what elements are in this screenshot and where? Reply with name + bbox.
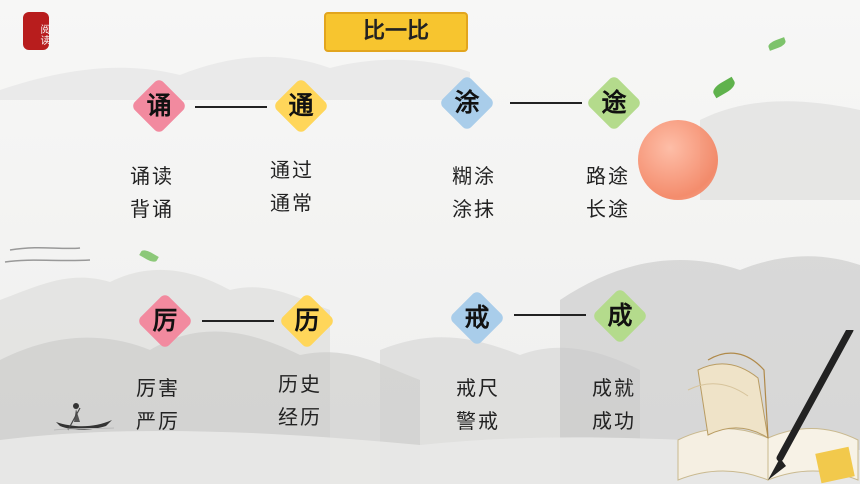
word-list: 路途 长途	[586, 160, 630, 226]
char-label: 历	[294, 306, 320, 335]
word: 糊涂	[452, 164, 496, 188]
char-label: 途	[601, 88, 627, 117]
word: 诵读	[130, 164, 174, 188]
word-list: 历史 经历	[278, 368, 322, 434]
word-list: 诵读 背诵	[130, 160, 174, 226]
char-tile-left: 戒	[448, 289, 506, 347]
char-tile-right: 途	[585, 74, 643, 132]
char-tile-right: 历	[278, 292, 336, 350]
char-tile-left: 涂	[438, 74, 496, 132]
connector-line	[514, 314, 586, 316]
word: 厉害	[136, 376, 180, 400]
word-list: 厉害 严厉	[136, 372, 180, 438]
word: 警戒	[456, 409, 500, 433]
char-label: 成	[607, 301, 633, 330]
word: 通常	[270, 191, 314, 215]
word: 成就	[592, 376, 636, 400]
word: 路途	[586, 164, 630, 188]
book-and-brush-icon	[677, 330, 859, 484]
setting-sun	[638, 120, 718, 200]
word-list: 戒尺 警戒	[456, 372, 500, 438]
char-label: 诵	[146, 91, 172, 120]
char-tile-left: 厉	[136, 292, 194, 350]
char-label: 通	[288, 91, 314, 120]
word: 严厉	[136, 409, 180, 433]
word: 背诵	[130, 197, 174, 221]
connector-line	[510, 102, 582, 104]
char-tile-right: 通	[272, 77, 330, 135]
char-label: 涂	[454, 88, 480, 117]
reading-seal: 阅读	[23, 12, 49, 50]
connector-line	[195, 106, 267, 108]
word: 经历	[278, 405, 322, 429]
word-list: 糊涂 涂抹	[452, 160, 496, 226]
word: 戒尺	[456, 376, 500, 400]
word-list: 通过 通常	[270, 154, 314, 220]
char-tile-right: 成	[591, 287, 649, 345]
word: 涂抹	[452, 197, 496, 221]
connector-line	[202, 320, 274, 322]
char-tile-left: 诵	[130, 77, 188, 135]
word: 长途	[586, 197, 630, 221]
word: 成功	[592, 409, 636, 433]
page-title: 比一比	[324, 12, 468, 52]
boat-icon	[54, 403, 114, 431]
word-list: 成就 成功	[592, 372, 636, 438]
char-label: 戒	[464, 303, 490, 332]
word: 历史	[278, 372, 322, 396]
char-label: 厉	[152, 306, 178, 335]
word: 通过	[270, 158, 314, 182]
